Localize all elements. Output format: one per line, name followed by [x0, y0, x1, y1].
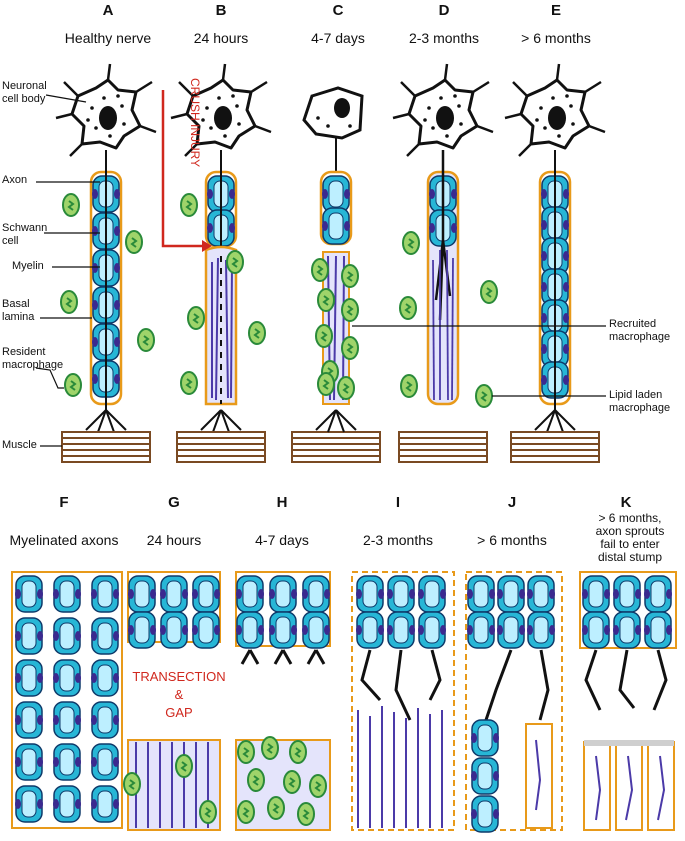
panel-letter-f: F [59, 494, 69, 511]
panel-title-e: > 6 months [521, 30, 591, 46]
neuronal-cell-body-icon [54, 62, 158, 158]
panel-a-art [54, 62, 158, 463]
panel-letter-a: A [102, 2, 114, 19]
panel-title-j: > 6 months [477, 532, 547, 548]
panel-title-a: Healthy nerve [64, 30, 152, 46]
panel-title-b: 24 hours [193, 30, 249, 46]
panel-d-art [391, 62, 498, 463]
panel-title-h: 4-7 days [255, 532, 309, 548]
panel-title-f: Myelinated axons [9, 532, 119, 548]
panel-letter-k: K [620, 494, 632, 511]
label-crush-injury: CRUSH INJURY [188, 78, 202, 168]
crush-injury-arrow [161, 90, 208, 248]
panel-letter-h: H [276, 494, 288, 511]
panel-title-i: 2-3 months [362, 532, 434, 548]
label-transection-gap: TRANSECTION & GAP [132, 669, 226, 720]
panel-title-g: 24 hours [146, 532, 202, 548]
label-axon: Axon [2, 174, 28, 186]
bottom-panels-art [11, 571, 677, 833]
label-arrows [35, 94, 606, 447]
panel-b-art [161, 62, 273, 463]
panel-letter-c: C [332, 2, 344, 19]
panel-title-c: 4-7 days [311, 30, 365, 46]
label-myelin: Myelin [12, 260, 44, 272]
panel-letter-j: J [507, 494, 517, 511]
panel-letter-g: G [168, 494, 180, 511]
label-basal-lamina: Basal lamina [2, 298, 35, 323]
label-schwann-cell: Schwann cell [2, 222, 48, 247]
panel-title-d: 2-3 months [408, 30, 480, 46]
panel-title-k: > 6 months, axon sprouts fail to enter d… [595, 511, 665, 564]
label-muscle: Muscle [2, 439, 37, 451]
panel-letter-e: E [550, 2, 561, 19]
label-resident-macrophage: Resident macrophage [2, 346, 64, 371]
panel-c-art [291, 86, 381, 463]
label-lipid-laden-macrophage: Lipid laden macrophage [609, 389, 671, 414]
panel-letter-b: B [215, 2, 227, 19]
panel-e-art [503, 62, 607, 463]
panel-letter-d: D [438, 2, 450, 19]
label-neuronal-cell-body: Neuronal cell body [2, 80, 47, 105]
panel-letter-i: I [395, 494, 401, 511]
muscle-block [61, 431, 151, 463]
label-recruited-macrophage: Recruited macrophage [609, 318, 671, 343]
